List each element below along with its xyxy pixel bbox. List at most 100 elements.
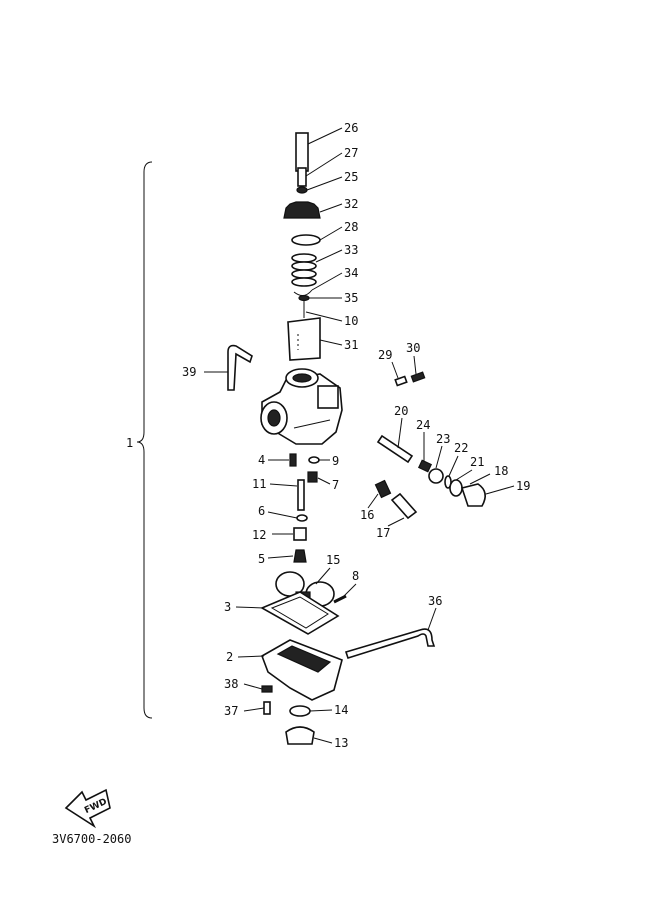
part-12-holder [293,527,307,541]
callout-label-15: 15 [326,553,340,567]
callout-label-24: 24 [416,418,430,432]
callout-label-33: 33 [344,243,358,257]
part-29-screw [394,375,408,387]
callout-label-13: 13 [334,736,348,750]
part-6-o-ring [296,514,308,522]
leader-line-17 [387,517,405,527]
part-7-jet [307,471,318,483]
leader-line-37 [243,707,265,712]
leader-line-34 [311,272,343,291]
callout-label-17: 17 [376,526,390,540]
leader-line-2 [237,655,265,658]
callout-label-19: 19 [516,479,530,493]
callout-label-3: 3 [224,600,231,614]
leader-line-10 [305,311,343,322]
callout-label-28: 28 [344,220,358,234]
leader-line-7 [317,477,331,485]
callout-label-38: 38 [224,677,238,691]
part-25-nut [296,186,308,194]
leader-line-27 [305,152,343,177]
drawing-code: 3V6700-2060 [52,832,131,846]
callout-label-25: 25 [344,170,358,184]
callout-label-35: 35 [344,291,358,305]
part-38-washer [261,685,273,693]
leader-line-38 [243,683,263,690]
callout-label-8: 8 [352,569,359,583]
fwd-arrow-icon: FWD [64,788,111,829]
callout-label-16: 16 [360,508,374,522]
leader-line-19 [485,485,515,495]
leader-line-32 [319,203,343,213]
callout-label-14: 14 [334,703,348,717]
part-36-throttle-cable [344,628,436,659]
assembly-label: 1 [126,436,133,450]
leader-line-31 [319,339,343,346]
callout-label-2: 2 [226,650,233,664]
leader-line-23 [435,445,443,469]
leader-line-28 [319,226,343,241]
callout-label-21: 21 [470,455,484,469]
part-22-o-ring [444,475,452,489]
callout-label-23: 23 [436,432,450,446]
part-20-needle-jet [376,434,414,464]
leader-line-22 [448,455,459,477]
callout-label-10: 10 [344,314,358,328]
part-24-spring [417,459,433,473]
top-stack [283,132,321,361]
part-2-float-bowl [261,639,343,701]
leader-line-3 [235,606,265,609]
part-3-gasket [260,591,340,635]
leader-line-25 [306,176,343,191]
part-31-throttle-valve [287,317,321,361]
callout-label-31: 31 [344,338,358,352]
body-top-inner [292,373,312,383]
part-32-gear [283,201,321,219]
callout-label-5: 5 [258,552,265,566]
part-4-jet [289,453,297,467]
callout-label-11: 11 [252,477,266,491]
callout-label-22: 22 [454,441,468,455]
callout-label-29: 29 [378,348,392,362]
callout-label-12: 12 [252,528,266,542]
leader-line-15 [315,567,331,585]
part-37-screw [263,701,271,715]
leader-line-26 [307,127,343,145]
leader-line-18 [469,473,491,485]
part-23-washer [428,468,444,484]
callout-label-34: 34 [344,266,358,280]
leader-line-21 [455,469,473,481]
leader-line-36 [427,607,437,631]
callout-label-32: 32 [344,197,358,211]
part-33-spring [291,253,317,287]
carburetor-body [260,368,343,445]
part-21-washer [449,479,463,497]
part-5-main-jet [293,549,307,563]
leader-line-30 [413,355,417,375]
leader-line-8 [341,583,357,599]
callout-label-20: 20 [394,404,408,418]
callout-label-18: 18 [494,464,508,478]
leader-line-20 [397,417,403,449]
callout-label-39: 39 [182,365,196,379]
leader-line-33 [315,249,343,263]
leader-line-6 [267,511,298,519]
part-35-ring [298,294,310,302]
leader-line-16 [367,493,379,509]
part-39-vent-tube [227,344,253,391]
body-intake-inner [267,409,281,427]
callout-label-9: 9 [332,454,339,468]
body-side-boss [317,385,339,409]
leader-line-11 [269,483,298,487]
part-28-washer [291,234,321,246]
part-9-ring [308,456,320,464]
part-19-plug [460,483,486,507]
callout-label-6: 6 [258,504,265,518]
part-26-cap [295,132,309,172]
callout-label-27: 27 [344,146,358,160]
part-13-drain-plug [285,726,315,745]
leader-line-14 [309,709,333,712]
part-30-spring [410,371,426,383]
assembly-brace [136,161,153,719]
